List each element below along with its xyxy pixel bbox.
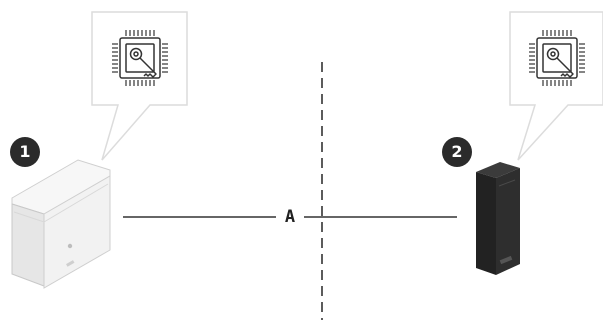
controller-device xyxy=(11,159,111,289)
connector-label: A xyxy=(278,205,302,229)
callout-bubble-1 xyxy=(91,11,188,161)
chip-with-key-icon xyxy=(529,30,585,86)
chip-with-key-icon xyxy=(112,30,168,86)
step-badge-2: 2 xyxy=(442,137,472,167)
step-badge-1: 1 xyxy=(10,137,40,167)
callout-bubble-2 xyxy=(509,11,603,161)
card-reader-device xyxy=(476,162,520,275)
